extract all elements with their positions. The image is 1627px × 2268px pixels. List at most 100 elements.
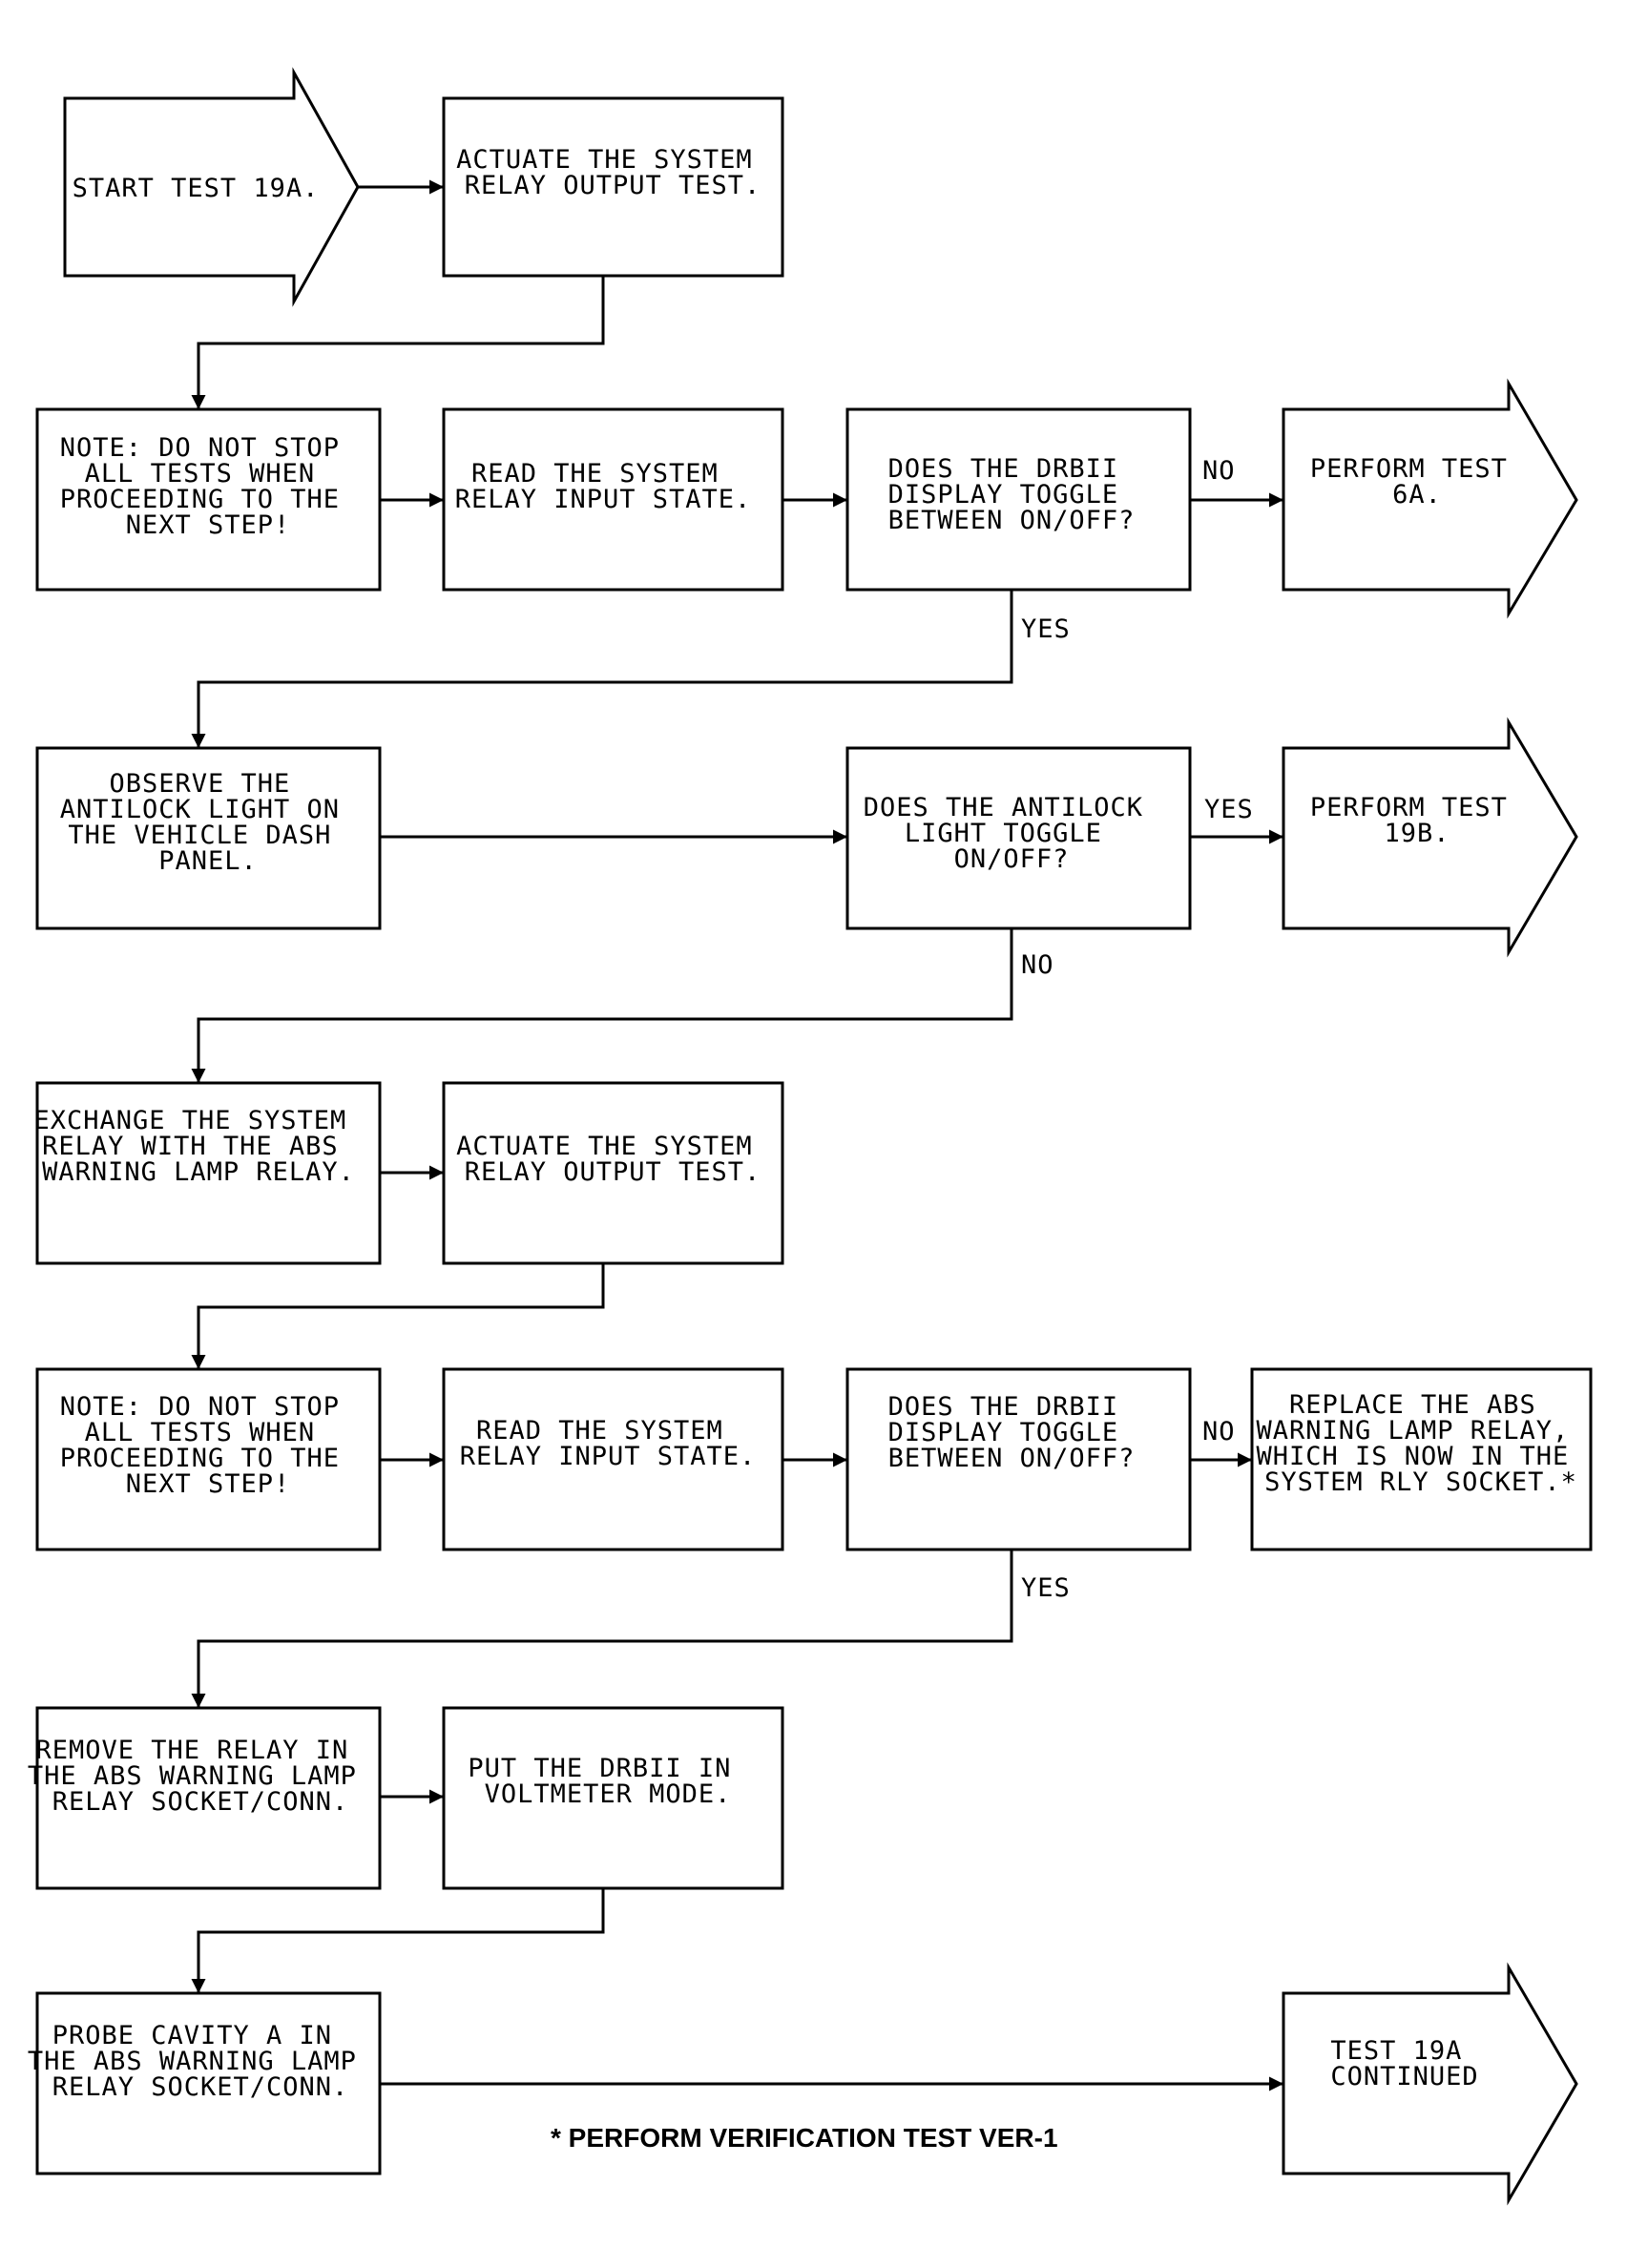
node-remove-text: REMOVE THE RELAY IN THE ABS WARNING LAMP… [28, 1736, 373, 1817]
decision-box-3 [845, 1367, 1192, 1551]
connector-no-exchange [191, 928, 1013, 1083]
line: READ THE SYSTEM [476, 1416, 723, 1446]
node-decision-3-text: DOES THE DRBII DISPLAY TOGGLE BETWEEN ON… [888, 1392, 1136, 1473]
node-exchange-text: EXCHANGE THE SYSTEM RELAY WITH THE ABS W… [33, 1106, 363, 1187]
branch-label-yes-1: YES [1021, 614, 1071, 644]
node-actuate-2-text: ACTUATE THE SYSTEM RELAY OUTPUT TEST. [456, 1132, 769, 1187]
line: NEXT STEP! [126, 1469, 291, 1499]
voltmeter-box [442, 1706, 784, 1890]
perform-6a-arrow-shape [1282, 378, 1578, 619]
line: PROCEEDING TO THE [60, 1444, 340, 1473]
line: TEST 19A [1330, 2036, 1462, 2066]
node-probe-text: PROBE CAVITY A IN THE ABS WARNING LAMP R… [28, 2021, 373, 2102]
line: RELAY INPUT STATE. [460, 1442, 757, 1471]
node-decision-1-text: DOES THE DRBII DISPLAY TOGGLE BETWEEN ON… [888, 454, 1136, 535]
exchange-box [35, 1081, 382, 1265]
actuate-box-2 [442, 1081, 784, 1265]
line: PUT THE DRBII IN [468, 1754, 731, 1783]
line: RELAY OUTPUT TEST. [465, 1157, 761, 1187]
line: ON/OFF? [954, 844, 1070, 874]
line: ANTILOCK LIGHT ON [60, 795, 340, 824]
node-note-2-text: NOTE: DO NOT STOP ALL TESTS WHEN PROCEED… [60, 1392, 357, 1499]
line: RELAY SOCKET/CONN. [52, 1787, 349, 1817]
line: 19B. [1384, 819, 1450, 848]
line: REPLACE THE ABS [1289, 1390, 1536, 1420]
line: START TEST 19A. [73, 174, 320, 203]
line: NOTE: DO NOT STOP [60, 433, 340, 463]
line: LIGHT TOGGLE [905, 819, 1102, 848]
line: THE VEHICLE DASH [68, 821, 331, 850]
line: RELAY OUTPUT TEST. [465, 171, 761, 200]
line: EXCHANGE THE SYSTEM [33, 1106, 346, 1135]
line: NOTE: DO NOT STOP [60, 1392, 340, 1422]
line: PROBE CAVITY A IN [52, 2021, 332, 2050]
node-start-text: START TEST 19A. [73, 174, 320, 203]
line: RELAY SOCKET/CONN. [52, 2072, 349, 2102]
line: RELAY WITH THE ABS [42, 1132, 339, 1161]
node-read-2-text: READ THE SYSTEM RELAY INPUT STATE. [460, 1416, 757, 1471]
branch-label-yes-2: YES [1204, 795, 1254, 824]
line: OBSERVE THE [109, 769, 290, 799]
line: WARNING LAMP RELAY, [1256, 1416, 1569, 1446]
line: DISPLAY TOGGLE [888, 480, 1119, 510]
node-voltmeter-text: PUT THE DRBII IN VOLTMETER MODE. [468, 1754, 747, 1809]
connector-yes-remove [191, 1550, 1013, 1708]
perform-19b-arrow-shape [1282, 717, 1578, 958]
line: 6A. [1392, 480, 1442, 510]
remove-box [35, 1706, 382, 1890]
node-actuate-1-text: ACTUATE THE SYSTEM RELAY OUTPUT TEST. [456, 145, 769, 200]
line: WHICH IS NOW IN THE [1256, 1442, 1569, 1471]
node-decision-2-text: DOES THE ANTILOCK LIGHT TOGGLE ON/OFF? [864, 793, 1160, 874]
line: DOES THE DRBII [888, 454, 1119, 484]
node-perform-6a-text: PERFORM TEST 6A. [1310, 454, 1524, 510]
line: PANEL. [158, 846, 258, 876]
read-box-1 [442, 407, 784, 592]
line: RELAY INPUT STATE. [455, 485, 752, 514]
decision-box-1 [845, 407, 1192, 592]
line: REMOVE THE RELAY IN [35, 1736, 348, 1765]
line: PERFORM TEST [1310, 454, 1508, 484]
actuate-box-1 [442, 96, 784, 278]
node-note-1-text: NOTE: DO NOT STOP ALL TESTS WHEN PROCEED… [60, 433, 357, 540]
line: READ THE SYSTEM [471, 459, 719, 489]
probe-box [35, 1991, 382, 2175]
replace-box [1250, 1367, 1593, 1551]
start-arrow-shape [63, 67, 360, 307]
line: NEXT STEP! [126, 510, 291, 540]
line: DISPLAY TOGGLE [888, 1418, 1119, 1447]
line: BETWEEN ON/OFF? [888, 1444, 1136, 1473]
branch-label-no-2: NO [1021, 950, 1054, 980]
line: PROCEEDING TO THE [60, 485, 340, 514]
line: VOLTMETER MODE. [485, 1779, 732, 1809]
continued-arrow-shape [1282, 1962, 1578, 2206]
line: DOES THE ANTILOCK [864, 793, 1143, 822]
node-read-1-text: READ THE SYSTEM RELAY INPUT STATE. [455, 459, 752, 514]
line: PERFORM TEST [1310, 793, 1508, 822]
line: DOES THE DRBII [888, 1392, 1119, 1422]
footnote: * PERFORM VERIFICATION TEST VER-1 [551, 2123, 1058, 2153]
connector-actuate-note-2 [191, 1263, 605, 1369]
branch-label-yes-3: YES [1021, 1573, 1071, 1603]
line: ALL TESTS WHEN [85, 459, 316, 489]
note-box-1 [35, 407, 382, 592]
node-perform-19b-text: PERFORM TEST 19B. [1310, 793, 1524, 848]
connector-voltmeter-probe [191, 1888, 605, 1993]
line: ACTUATE THE SYSTEM [456, 1132, 753, 1161]
line: THE ABS WARNING LAMP [28, 1761, 357, 1791]
line: WARNING LAMP RELAY. [42, 1157, 355, 1187]
branch-label-no-1: NO [1202, 456, 1236, 486]
node-continued-text: TEST 19A CONTINUED [1330, 2036, 1478, 2091]
line: BETWEEN ON/OFF? [888, 506, 1136, 535]
line: ACTUATE THE SYSTEM [456, 145, 753, 175]
note-box-2 [35, 1367, 382, 1551]
line: CONTINUED [1330, 2062, 1478, 2091]
line: SYSTEM RLY SOCKET.* [1264, 1467, 1577, 1497]
line: ALL TESTS WHEN [85, 1418, 316, 1447]
connector-actuate-note [191, 276, 605, 409]
node-observe-text: OBSERVE THE ANTILOCK LIGHT ON THE VEHICL… [60, 769, 357, 876]
line: THE ABS WARNING LAMP [28, 2047, 357, 2076]
node-replace-text: REPLACE THE ABS WARNING LAMP RELAY, WHIC… [1256, 1390, 1585, 1497]
observe-box [35, 746, 382, 930]
branch-label-no-3: NO [1202, 1417, 1236, 1446]
